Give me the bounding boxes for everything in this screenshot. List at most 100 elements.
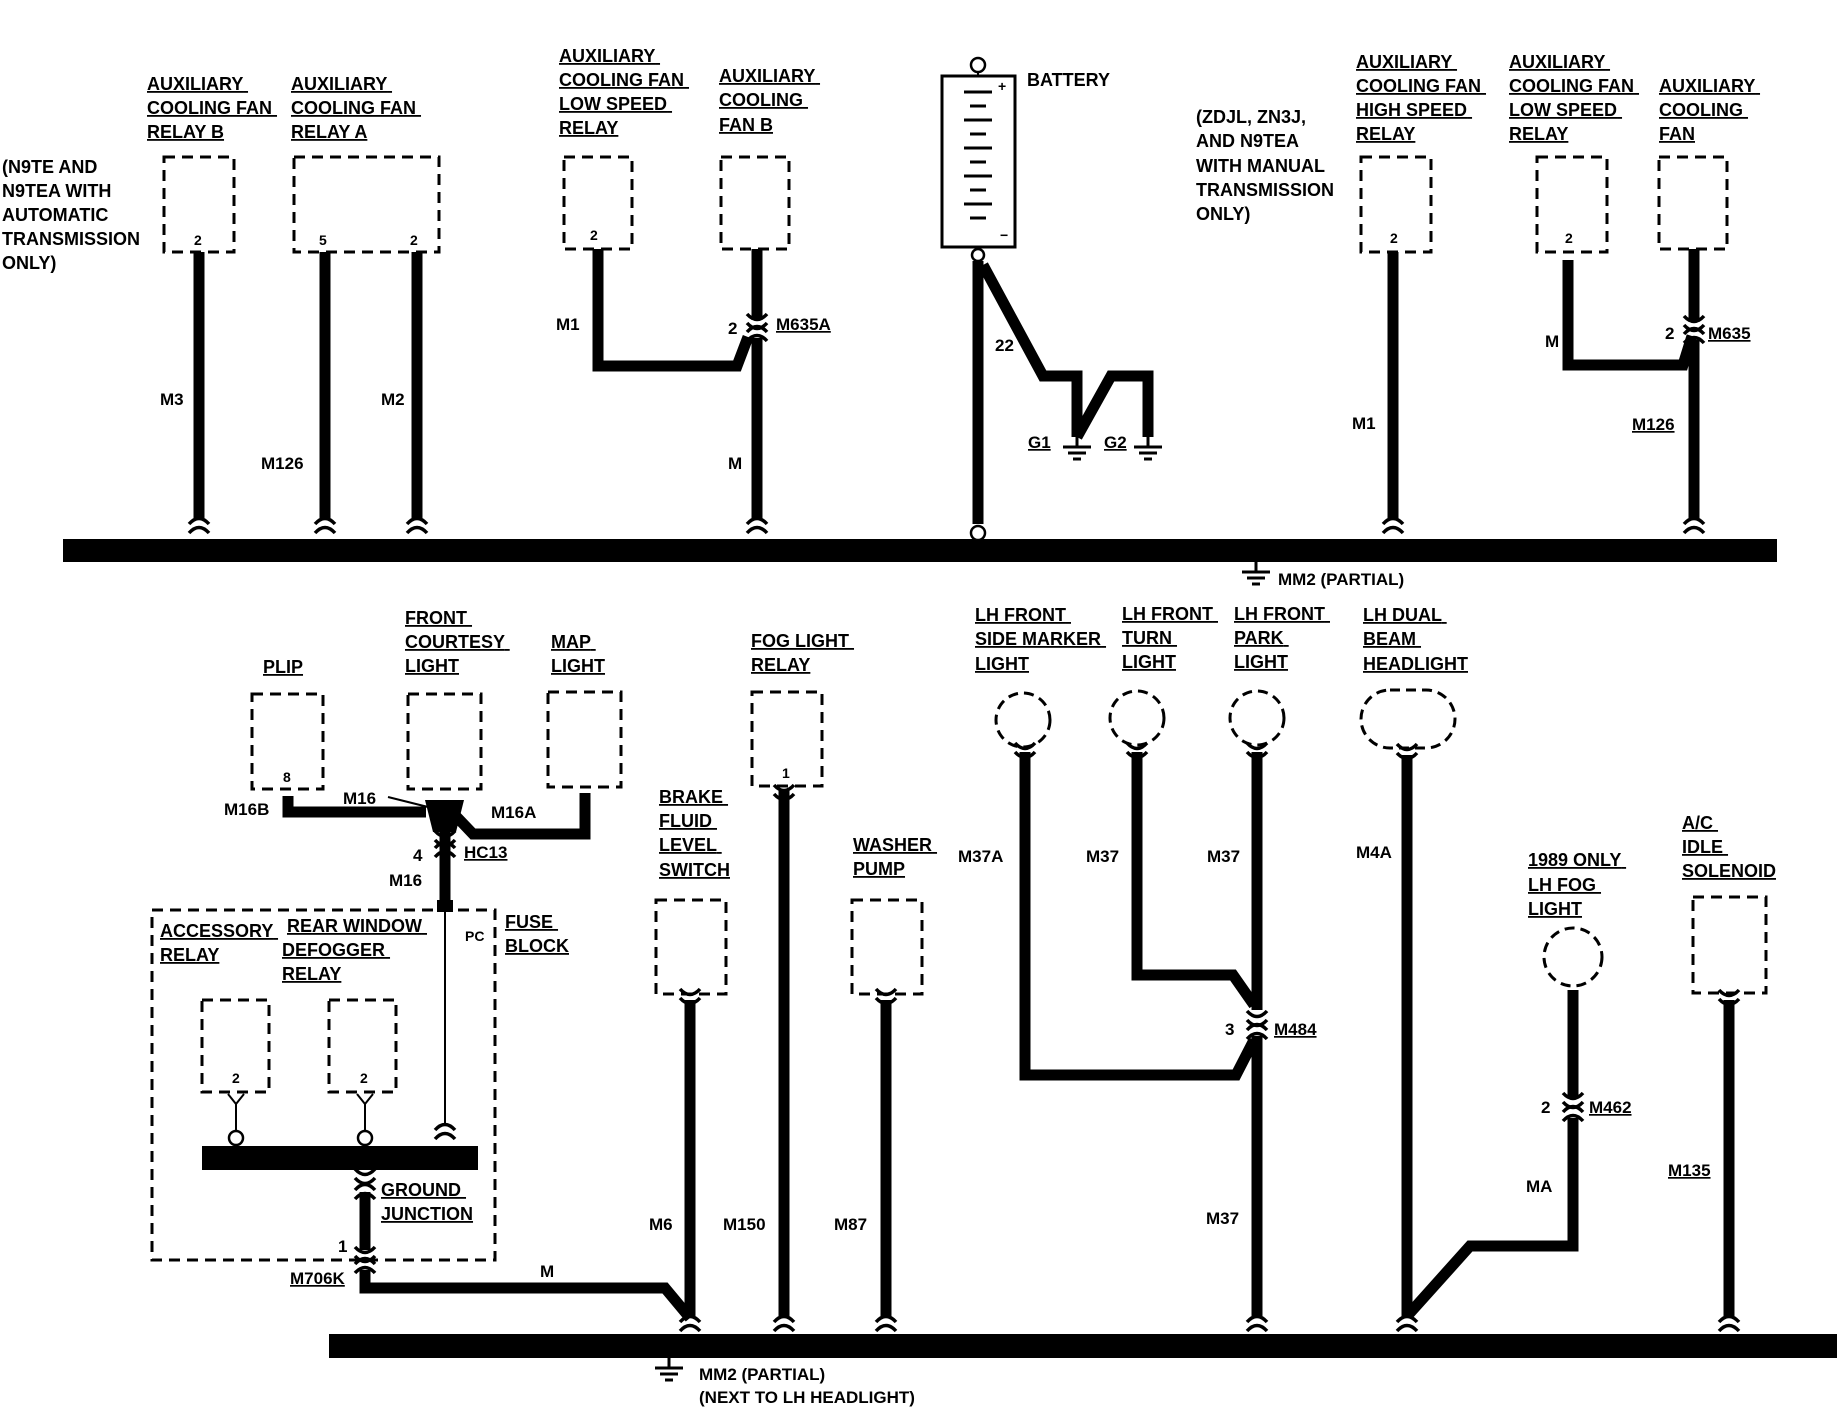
connector (1381, 516, 1405, 535)
battery-terminal-top (969, 56, 987, 74)
fan-b-label: AUXILIARY COOLING FAN B (719, 66, 820, 135)
wire-label-m37-main: M37 (1206, 1209, 1239, 1228)
washer-label: WASHER PUMP (853, 835, 937, 879)
park-label: LH FRONT PARK LIGHT (1234, 604, 1330, 672)
g2-label: G2 (1104, 433, 1127, 452)
connector (433, 1122, 457, 1141)
wire-label-m-a: M (728, 454, 742, 473)
plip-label: PLIP (263, 657, 303, 677)
wire-22 (978, 262, 1083, 437)
wire-label-m2: M2 (381, 390, 405, 409)
wire-m-b (1562, 260, 1698, 371)
wire-label-m126: M126 (261, 454, 304, 473)
ac-label: A/C IDLE SOLENOID (1682, 813, 1776, 881)
side-marker-label: LH FRONT SIDE MARKER LIGHT (975, 605, 1106, 674)
wire-m16a (448, 793, 591, 840)
connector (405, 516, 429, 535)
m484-label: M484 (1274, 1020, 1317, 1039)
high-speed-relay-label: AUXILIARY COOLING FAN HIGH SPEED RELAY (1356, 52, 1486, 144)
connector (1395, 1314, 1419, 1333)
connector (772, 1314, 796, 1333)
wire-m706k (359, 1270, 695, 1322)
wire-m37-turn (1131, 752, 1259, 1009)
wire-label-m3: M3 (160, 390, 184, 409)
wire-label-m4a: M4A (1356, 843, 1392, 862)
m462-label: M462 (1589, 1098, 1632, 1117)
low-speed-relay-1-label: AUXILIARY COOLING FAN LOW SPEED RELAY (559, 46, 689, 138)
m484-pin: 3 (1225, 1020, 1234, 1039)
fog-relay-pin: 1 (782, 765, 790, 781)
low-speed-relay-1-box (562, 155, 634, 251)
turn-bulb (1108, 689, 1166, 747)
relay-b-box (162, 155, 236, 254)
wire-label-m1b: M1 (1352, 414, 1376, 433)
battery-minus: − (1000, 227, 1008, 243)
bottom-ground-bus (329, 1334, 1837, 1358)
connector (874, 1314, 898, 1333)
ground-mm2-bottom-icon (653, 1356, 685, 1382)
wire-label-22: 22 (995, 336, 1014, 355)
brake-label: BRAKE FLUID LEVEL SWITCH (659, 787, 730, 880)
fuse-block-label: FUSE BLOCK (505, 912, 569, 956)
ac-box (1691, 895, 1768, 995)
relay-a-box (292, 155, 441, 254)
wire-m37a (1019, 752, 1259, 1081)
wire-label-m150: M150 (723, 1215, 766, 1234)
wire-label-m16b: M16B (224, 800, 269, 819)
defogger-relay-label: REAR WINDOW DEFOGGER RELAY (282, 916, 427, 984)
wire-label-m-b: M (1545, 332, 1559, 351)
map-box (546, 690, 623, 789)
hsr-pin: 2 (1390, 230, 1398, 246)
lsr1-pin: 2 (590, 227, 598, 243)
accessory-relay-box (200, 998, 271, 1094)
fog-relay-box (750, 690, 824, 788)
acc-lead (227, 1093, 245, 1131)
courtesy-box (406, 692, 483, 791)
acc-pin: 2 (232, 1070, 240, 1086)
ground-junction-bar (202, 1146, 478, 1170)
wire-m16-pointer (387, 796, 433, 809)
defogger-relay-box (327, 998, 398, 1094)
wire-label-m16a: M16A (491, 803, 536, 822)
low-speed-relay-2-box (1535, 155, 1609, 254)
fuse-block-outline (150, 908, 497, 1262)
park-bulb (1228, 689, 1286, 747)
relay-b-label: AUXILIARY COOLING FAN RELAY B (147, 74, 277, 142)
low-speed-relay-2-label: AUXILIARY COOLING FAN LOW SPEED RELAY (1509, 52, 1639, 144)
wire-label-m37-turn: M37 (1086, 847, 1119, 866)
wire-label-ma: MA (1526, 1177, 1552, 1196)
ground-top-label: MM2 (PARTIAL) (1278, 570, 1404, 589)
wire-label-m: M (540, 1262, 554, 1281)
fan-b-box (719, 155, 791, 251)
map-label: MAP LIGHT (551, 632, 605, 676)
ground-junction-label: GROUND JUNCTION (381, 1180, 473, 1224)
ground-g1-icon (1061, 435, 1093, 461)
c2-pin: 2 (1665, 324, 1674, 343)
accessory-relay-label: ACCESSORY RELAY (160, 921, 278, 965)
wire-label-m6: M6 (649, 1215, 673, 1234)
brake-box (654, 898, 728, 996)
aux-fan-label: AUXILIARY COOLING FAN (1659, 76, 1760, 144)
ground-mm2-top-icon (1240, 560, 1272, 586)
plip-pin: 8 (283, 769, 291, 785)
wire-label-m1a: M1 (556, 315, 580, 334)
note-n9te: (N9TE AND N9TEA WITH AUTOMATIC TRANSMISS… (2, 157, 145, 273)
c2-label: M635 (1708, 324, 1751, 343)
relay-a-pin5: 5 (319, 232, 327, 248)
wire-label-m135: M135 (1668, 1161, 1711, 1180)
connector (1682, 516, 1706, 535)
acc-terminal (227, 1129, 245, 1147)
wire-m1a (592, 249, 754, 372)
defog-pin: 2 (360, 1070, 368, 1086)
battery-terminal-bottom (970, 247, 986, 263)
side-marker-bulb (994, 691, 1052, 749)
connector (187, 516, 211, 535)
gj-pin: 1 (338, 1237, 347, 1256)
defog-terminal (356, 1129, 374, 1147)
connector (353, 1167, 377, 1186)
fog-relay-label: FOG LIGHT RELAY (751, 631, 854, 675)
plip-box (250, 692, 325, 791)
headlight-label: LH DUAL BEAM HEADLIGHT (1363, 605, 1468, 674)
hc13-label: HC13 (464, 843, 507, 862)
